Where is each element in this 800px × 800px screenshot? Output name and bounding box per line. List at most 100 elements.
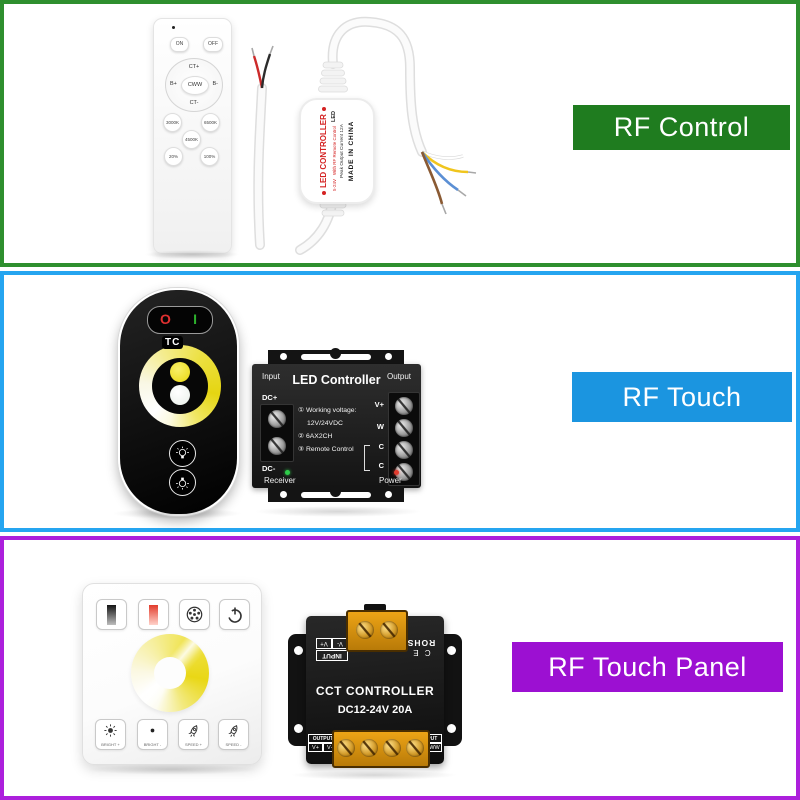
screw: [383, 739, 401, 757]
wheel-icon: [186, 606, 203, 623]
led-controller-box: Input Output LED Controller DC+ DC- ① Wo…: [248, 335, 424, 505]
rohs-mark: ROHS: [406, 638, 436, 648]
warm-white-button: [96, 599, 127, 630]
power-off-glyph: O: [160, 311, 171, 327]
bulb-down-icon: [176, 477, 189, 490]
red-wire: [252, 55, 264, 89]
mount-hole: [385, 353, 392, 360]
screw: [337, 739, 355, 757]
dial-ct-plus: CT+: [188, 64, 200, 70]
strain-relief-top: [318, 61, 348, 93]
screw: [395, 397, 413, 415]
preset-4500k-button: 4500K: [182, 130, 201, 149]
inline-controller-cables: [251, 16, 477, 255]
sun-icon: [104, 724, 117, 737]
banner-rf-touch: RF Touch: [572, 372, 792, 422]
brightness-down-button: [169, 469, 196, 496]
power-button: [219, 599, 250, 630]
bright-minus-label: BRIGHT -: [143, 742, 162, 747]
screw: [380, 621, 398, 639]
speed-plus-button: SPEED +: [178, 719, 209, 750]
red-dot-icon: [321, 190, 326, 195]
output-terminal-block: [388, 392, 420, 486]
cct-shadow: [290, 770, 458, 780]
power-switch-area: O I: [147, 306, 213, 334]
w-label: W: [376, 422, 384, 431]
speed-minus-button: SPEED -: [218, 719, 249, 750]
color-temp-touch-wheel: [131, 634, 209, 712]
label-title: LED CONTROLLER: [319, 114, 328, 188]
dim-20-button: 20%: [164, 147, 183, 166]
cct-controller: INPUT V- V+ C E ROHS CCT CONTROLLER DC12…: [288, 604, 462, 768]
rf-touch-remote: O I TC: [118, 288, 239, 516]
dc-minus-label: DC-: [262, 464, 276, 473]
cool-dot: [170, 385, 190, 405]
v-plus-cell: V+: [316, 638, 332, 649]
mount-hole: [447, 724, 456, 733]
c-label: C: [378, 442, 384, 451]
spec-line-2: 12V/24VDC: [307, 420, 343, 427]
banner-rf-touch-panel: RF Touch Panel: [512, 642, 783, 692]
rf-remote-control: ON OFF CT+ B+ B- CT- CWW 3000K 6500K 450…: [153, 18, 232, 254]
panel-shadow: [86, 764, 258, 775]
dial-b-plus: B+: [170, 81, 177, 87]
touch-remote-shadow: [112, 508, 242, 519]
rocket-icon: [228, 725, 238, 738]
dim-100-button: 100%: [200, 147, 219, 166]
power-led: [394, 470, 399, 475]
output-terminal: [332, 730, 430, 768]
banner-rf-control: RF Control: [573, 105, 790, 150]
mount-hole: [280, 353, 287, 360]
certification-marks: C E ROHS: [404, 638, 438, 657]
label-rf-line: With RF Remote Control: [331, 125, 337, 175]
brightness-up-button: [169, 440, 196, 467]
mode-button: [179, 599, 210, 630]
preset-3000k-button: 3000K: [163, 113, 182, 132]
input-terminal: [346, 610, 408, 652]
off-button: OFF: [203, 37, 223, 52]
spec-text: ① Working voltage: 12V/24VDC ② 6AX2CH ③ …: [298, 404, 388, 456]
warm-dot: [170, 362, 190, 382]
preset-6500k-button: 6500K: [201, 113, 220, 132]
cct-title: CCT CONTROLLER: [315, 684, 435, 698]
bright-minus-button: BRIGHT -: [137, 719, 168, 750]
mount-slot-bump: [330, 348, 341, 359]
dial-b-minus: B-: [212, 81, 219, 87]
speed-plus-label: SPEED +: [184, 742, 202, 747]
red-dot-icon: [321, 107, 326, 112]
black-wire: [260, 53, 272, 89]
output-label: Output: [386, 372, 411, 381]
mount-hole: [294, 646, 303, 655]
screw: [360, 739, 378, 757]
dial-ct-minus: CT-: [189, 100, 199, 106]
mount-flange-bottom: [268, 486, 404, 502]
led-controller-body: Input Output LED Controller DC+ DC- ① Wo…: [252, 364, 421, 488]
remote-shadow: [144, 250, 240, 259]
dial-cww-button: CWW: [181, 76, 209, 95]
label-led: LED: [331, 110, 337, 122]
wheel-hole: [154, 657, 186, 689]
bright-plus-label: BRIGHT +: [101, 742, 120, 747]
controller-shadow: [254, 506, 422, 517]
inline-controller-label: LED CONTROLLER 5-24V With RF Remote Cont…: [304, 103, 370, 199]
label-title-row: LED CONTROLLER: [319, 103, 328, 199]
c-bracket: [364, 445, 370, 471]
section-rf-control: ON OFF CT+ B+ B- CT- CWW 3000K 6500K 450…: [0, 0, 800, 267]
power-icon: [227, 607, 242, 623]
spec-line-4: ③ Remote Control: [298, 446, 354, 453]
on-button: ON: [170, 37, 189, 52]
power-on-glyph: I: [193, 311, 197, 327]
rocket-icon: [188, 725, 198, 738]
receiver-label: Receiver: [264, 476, 296, 485]
remote-led-indicator: [172, 26, 175, 29]
brown-wire: [420, 151, 444, 205]
section-rf-touch-panel: BRIGHT + BRIGHT - SPEED + SPE: [0, 536, 800, 800]
spec-line-3: ② 6AX2CH: [298, 433, 333, 440]
antenna-tab: [364, 604, 386, 611]
c-label: C: [378, 461, 384, 470]
dot-icon: [150, 728, 155, 733]
label-voltage: 5-24V: [331, 179, 337, 192]
input-terminal-block: [260, 404, 294, 462]
screw: [406, 739, 424, 757]
